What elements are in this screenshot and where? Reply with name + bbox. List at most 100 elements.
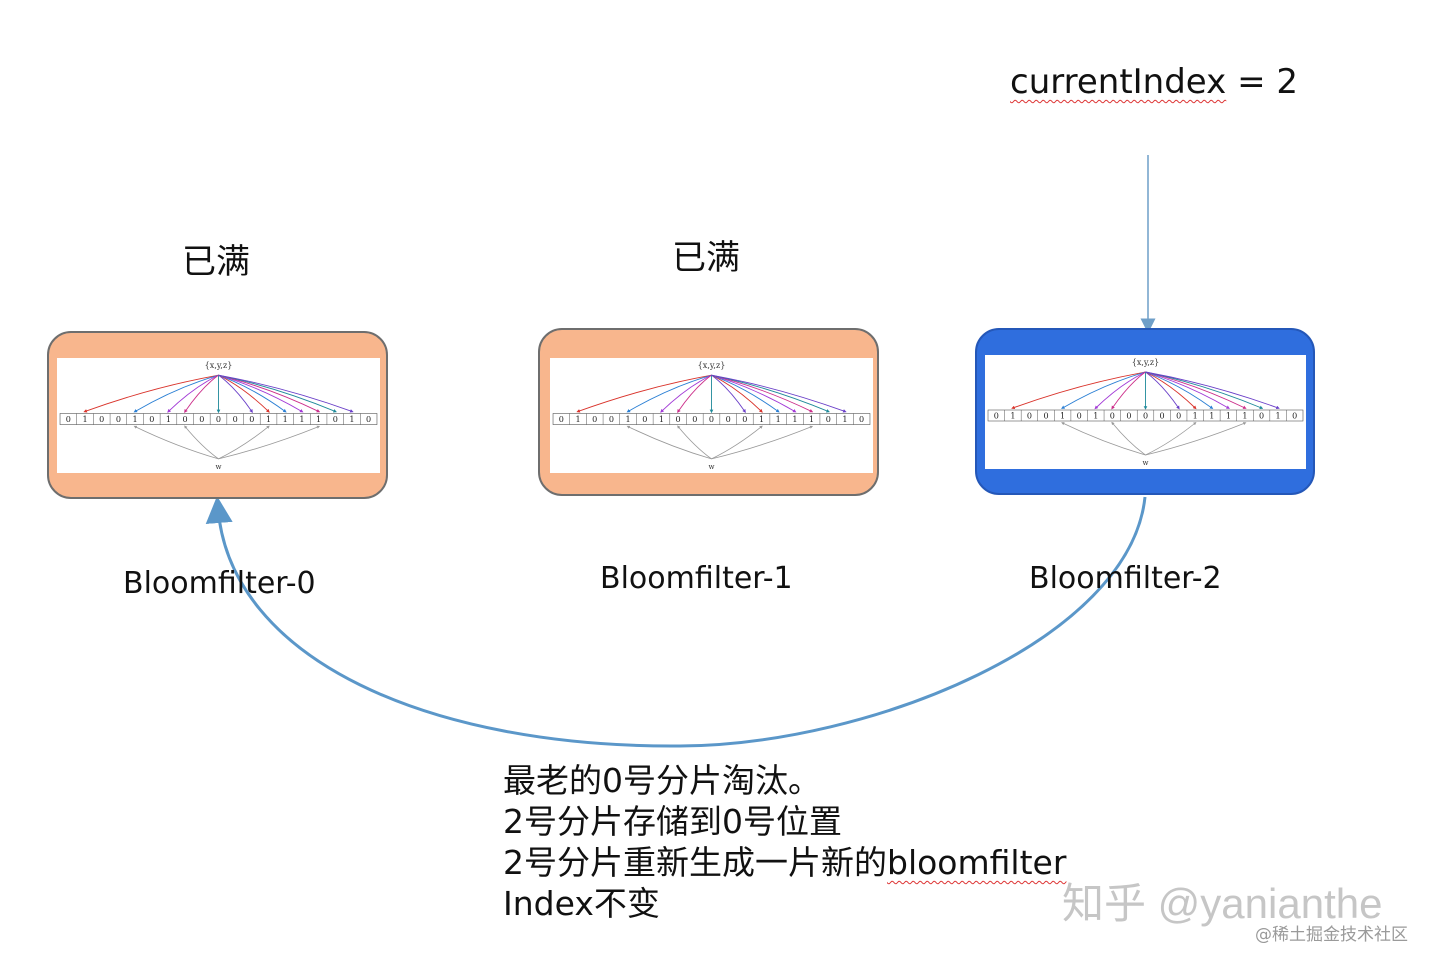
bit-cell: 1 [133,415,138,424]
hash-arrow [677,374,712,413]
hash-arrow [1145,371,1214,410]
caption-line-2: 2号分片存储到0号位置 [503,802,842,841]
bit-cell: 1 [82,415,87,424]
hash-arrow [1145,371,1247,409]
bit-cell: 0 [994,412,999,421]
caption-line-1: 最老的0号分片淘汰。 [503,761,821,800]
current-index-label: currentIndex = 2 [1010,62,1298,102]
bit-cell: 0 [692,415,697,424]
bit-cell: 1 [842,415,847,424]
hash-arrow [133,374,219,413]
bit-cell: 0 [1160,412,1165,421]
bit-cell: 0 [642,415,647,424]
hash-arrow [218,374,287,413]
bit-cell: 1 [349,415,354,424]
hash-arrow [626,374,712,413]
bit-cell: 0 [726,415,731,424]
w-arrow [1061,422,1146,456]
recycle-loop-arrow [205,496,1147,748]
set-label: {x,y,z} [205,361,233,370]
bit-cell: 0 [216,415,221,424]
hash-arrow [1011,371,1146,410]
hash-arrow [218,374,270,413]
hash-arrow [711,374,847,413]
caption-line-4: Index不变 [503,884,660,923]
bit-cell: 0 [233,415,238,424]
hash-arrow [1111,371,1146,410]
w-arrow [711,425,763,460]
hash-arrow [184,374,219,413]
hash-arrow [218,374,354,413]
bit-cell: 1 [1093,412,1098,421]
hash-arrow [1061,371,1146,409]
w-label: w [708,462,714,471]
bit-cell: 1 [316,415,321,424]
bit-cell: 1 [626,415,631,424]
w-arrow [218,425,321,460]
bit-cell: 0 [609,415,614,424]
bit-cell: 1 [792,415,797,424]
bit-cell: 1 [266,415,271,424]
hash-arrow [218,374,321,413]
bit-cell: 0 [1027,412,1032,421]
w-arrow [184,425,219,460]
bloomfilter-label-0: Bloomfilter-0 [123,566,316,601]
bit-cell: 0 [1043,412,1048,421]
bit-cell: 0 [676,415,681,424]
hash-arrow [1145,371,1280,410]
bit-cell: 0 [249,415,254,424]
bit-cell: 1 [283,415,288,424]
w-arrow [1111,421,1146,456]
watermark-juejin: @稀土掘金技术社区 [1255,925,1408,945]
bit-cell: 1 [1060,412,1065,421]
w-arrow [218,425,270,460]
w-label: w [215,462,221,471]
hash-arrow [711,374,814,413]
bit-cell: 0 [826,415,831,424]
full-label-0: 已满 [182,242,250,282]
bit-cell: 1 [1193,412,1198,421]
bit-cell: 0 [709,415,714,424]
set-label: {x,y,z} [698,361,726,370]
current-index-name: currentIndex [1010,62,1227,102]
bit-cell: 1 [1209,412,1214,421]
bloomfilter-label-2: Bloomfilter-2 [1029,561,1222,596]
bit-cell: 0 [333,415,338,424]
bit-cell: 1 [1010,412,1015,421]
bit-cell: 0 [1110,412,1115,421]
bit-cell: 1 [1226,412,1231,421]
caption-line-3-prefix: 2号分片重新生成一片新的 [503,843,887,882]
bit-cell: 0 [183,415,188,424]
bit-cell: 0 [66,415,71,424]
hash-arrow [711,374,780,413]
bit-cell: 0 [199,415,204,424]
bit-cell: 0 [859,415,864,424]
bit-cell: 1 [575,415,580,424]
full-label-1: 已满 [672,238,740,278]
bit-cell: 1 [1242,412,1247,421]
hash-arrow [576,374,712,413]
hash-arrow [1094,371,1146,410]
w-label: w [1142,458,1148,467]
w-arrow [626,425,712,460]
current-index-value: = 2 [1226,62,1299,102]
w-arrow [1145,421,1197,456]
bit-cell: 1 [809,415,814,424]
bit-cell: 0 [1259,412,1264,421]
hash-arrow [711,374,746,413]
hash-arrow [660,374,712,413]
bit-cell: 0 [116,415,121,424]
bit-cell: 0 [592,415,597,424]
hash-arrow [218,374,253,413]
bit-cell: 0 [1077,412,1082,421]
hash-arrow [711,374,763,413]
w-arrow [677,425,712,460]
w-arrow [133,425,219,460]
bit-cell: 1 [166,415,171,424]
